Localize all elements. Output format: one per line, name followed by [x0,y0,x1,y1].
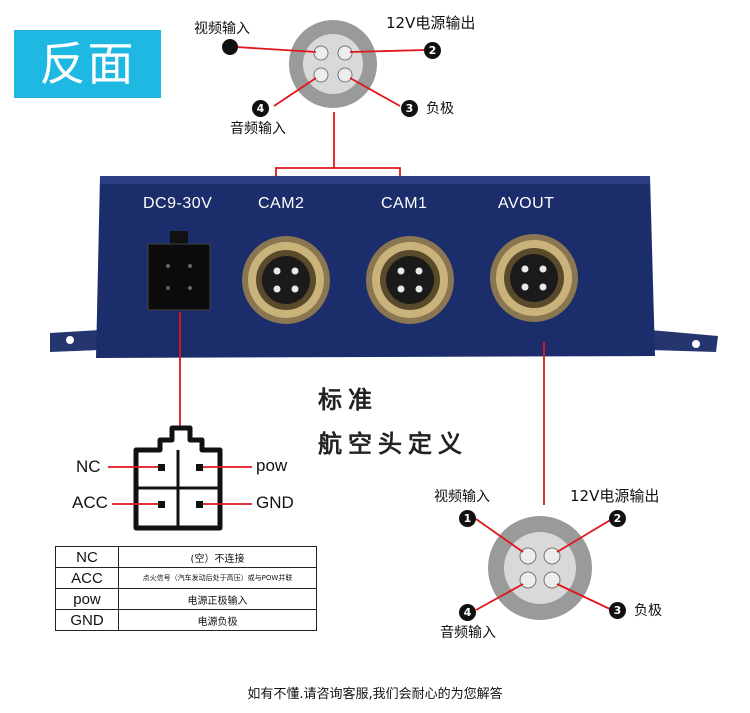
pin-desc-cell: 点火信号（汽车发动后处于高压）或与POW并联 [118,567,317,589]
table-row: NC (空）不连接 [55,546,317,568]
pin-desc-cell: 电源正极输入 [118,588,317,610]
standard-title-line2: 航空头定义 [318,429,468,458]
table-row: ACC 点火信号（汽车发动后处于高压）或与POW并联 [55,567,317,589]
bottom-pin-2-icon: 2 [609,510,626,527]
top-pin-4-icon: 4 [252,100,269,117]
plug-wires [108,466,252,505]
avout-label: AVOUT [498,195,555,212]
top-pin-3-icon: 3 [401,100,418,117]
pin-nc-label: NC [76,457,101,476]
pin-definition-table: NC (空）不连接 ACC 点火信号（汽车发动后处于高压）或与POW并联 pow… [55,546,317,631]
pin-name-cell: ACC [55,567,119,589]
pin-pow-label: pow [256,456,288,475]
pin-desc-cell: (空）不连接 [118,546,317,568]
side-badge: 反面 [14,30,161,98]
device-leads [179,312,545,505]
pin-name-cell: pow [55,588,119,610]
bottom-power-out-label: 12V电源输出 [570,487,660,505]
pin-name-cell: NC [55,546,119,568]
top-audio-in-label: 音频输入 [230,121,286,137]
top-connector [289,20,377,108]
power-plug [133,425,223,531]
table-row: GND 电源负极 [55,609,317,631]
bottom-video-in-label: 视频输入 [434,489,490,505]
table-row: pow 电源正极输入 [55,588,317,610]
bottom-pin-4-icon: 4 [459,604,476,621]
bottom-audio-in-label: 音频输入 [440,625,496,641]
video-dot-icon [222,39,238,55]
top-pin-2-icon: 2 [424,42,441,59]
cam2-port [242,236,330,324]
dc-input-label: DC9-30V [143,195,213,212]
dc-socket [147,231,211,311]
avout-port [490,234,578,322]
standard-title-line1: 标准 [318,385,378,414]
top-negative-label: 负极 [426,101,454,117]
top-power-out-label: 12V电源输出 [386,14,476,32]
bottom-negative-label: 负极 [634,603,662,619]
bottom-pin-1-icon: 1 [459,510,476,527]
bottom-connector [488,516,592,620]
pin-name-cell: GND [55,609,119,631]
cam1-port [366,236,454,324]
bottom-pin-3-icon: 3 [609,602,626,619]
cam1-label: CAM1 [381,195,428,212]
pin-acc-label: ACC [72,493,108,512]
top-video-in-label: 视频输入 [194,21,250,37]
pin-desc-cell: 电源负极 [118,609,317,631]
pin-gnd-label: GND [256,493,294,512]
bottom-connector-wires [475,518,613,611]
cam2-label: CAM2 [258,195,305,212]
support-footer: 如有不懂.请咨询客服,我们会耐心的为您解答 [247,687,503,702]
